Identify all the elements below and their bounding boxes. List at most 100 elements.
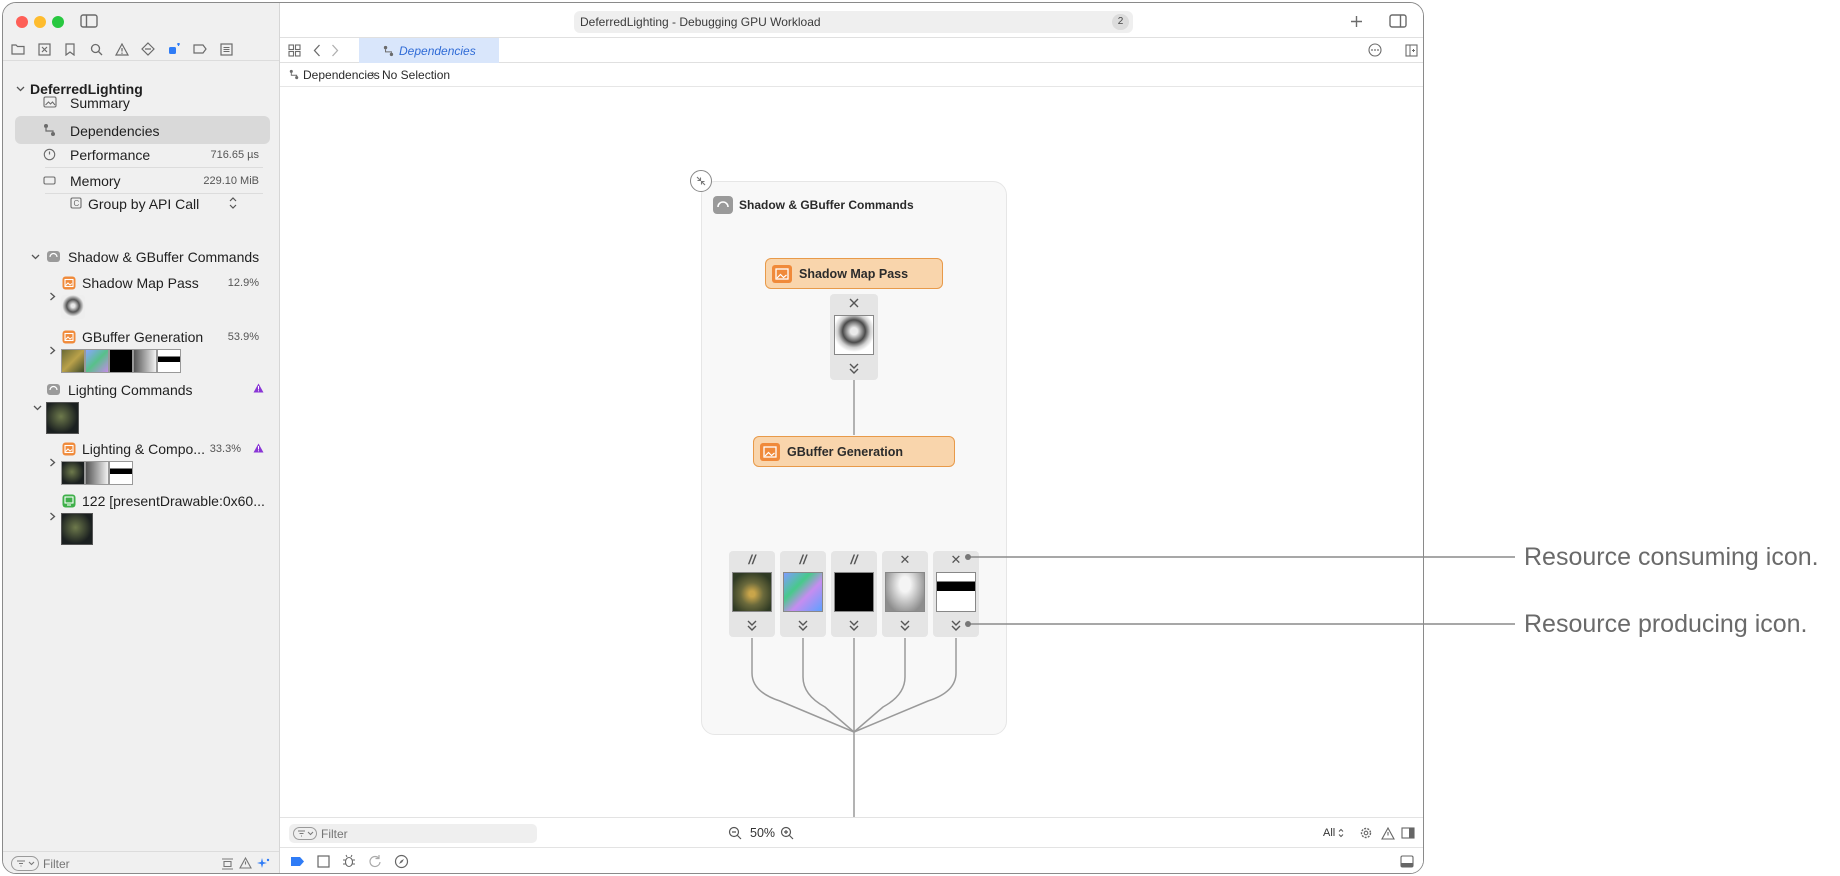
dependency-graph-canvas[interactable]: Shadow & GBuffer Commands Shadow Map Pas… — [280, 87, 1423, 817]
minimize-window-button[interactable] — [34, 16, 46, 28]
chevron-updown-icon[interactable] — [1338, 828, 1344, 838]
sidebar-item-memory[interactable]: Memory 229.10 MiB — [3, 168, 279, 194]
collapse-group-icon[interactable] — [690, 170, 712, 192]
tab-dependencies[interactable]: Dependencies — [359, 38, 499, 63]
depth-texture[interactable] — [885, 572, 925, 612]
sidebar-item-performance[interactable]: Performance 716.65 µs — [3, 142, 279, 168]
chevron-right-icon[interactable] — [49, 292, 56, 301]
gbuffer-resource-black[interactable]: // — [831, 551, 877, 637]
forward-chevron-icon[interactable] — [328, 42, 342, 58]
gbuffer-resource-depth[interactable]: ✕ — [882, 551, 928, 637]
resource-unused-icon[interactable]: // — [850, 552, 858, 567]
sidebar-item-dependencies[interactable]: Dependencies — [15, 116, 270, 144]
diamond-icon[interactable] — [140, 41, 156, 57]
shadow-map-texture[interactable] — [834, 315, 874, 355]
sparkle-icon[interactable] — [257, 857, 270, 870]
normal-texture[interactable] — [783, 572, 823, 612]
chevron-right-icon[interactable] — [49, 512, 56, 521]
tree-item-shadow-map-pass[interactable]: Shadow Map Pass 12.9% — [3, 273, 279, 293]
shadow-map-resource[interactable] — [830, 294, 878, 380]
console-toggle-icon[interactable] — [1400, 855, 1414, 868]
lighting-commands-thumbnail[interactable] — [46, 402, 79, 434]
zoom-out-icon[interactable] — [727, 825, 743, 841]
gear-icon[interactable] — [1358, 825, 1374, 841]
split-editor-icon[interactable] — [1403, 42, 1419, 58]
resource-producing-icon[interactable] — [882, 619, 928, 633]
close-window-button[interactable] — [16, 16, 28, 28]
graph-filter-field[interactable] — [289, 824, 537, 843]
resource-producing-icon[interactable] — [729, 619, 775, 633]
shadow-map-thumbnail[interactable] — [61, 295, 85, 319]
bookmark-icon[interactable] — [62, 41, 78, 57]
resource-consuming-icon[interactable] — [830, 296, 878, 310]
warning-icon[interactable] — [114, 41, 130, 57]
black-texture[interactable] — [834, 572, 874, 612]
present-thumbnail[interactable] — [61, 513, 93, 545]
warning-icon[interactable] — [1380, 825, 1396, 841]
tag-icon[interactable] — [192, 41, 208, 57]
chevron-down-icon[interactable] — [16, 84, 25, 93]
more-options-icon[interactable] — [1367, 42, 1383, 58]
scope-popup[interactable]: All — [1323, 827, 1336, 839]
reload-icon[interactable] — [368, 854, 382, 868]
tree-item-lighting-compositing[interactable]: Lighting & Compo... 33.3% — [3, 439, 279, 459]
graph-filter-input[interactable] — [321, 825, 521, 842]
node-shadow-map-pass[interactable]: Shadow Map Pass — [765, 258, 943, 289]
tree-item-lighting-commands[interactable]: Lighting Commands — [3, 380, 279, 400]
resource-unused-icon[interactable]: // — [799, 552, 807, 567]
resource-producing-icon[interactable] — [830, 362, 878, 376]
sidebar-filter-input[interactable] — [43, 855, 193, 873]
resource-consuming-icon[interactable]: ✕ — [899, 552, 911, 567]
gbuffer-resource-normal[interactable]: // — [780, 551, 826, 637]
debug-navigator-icon[interactable] — [166, 41, 182, 57]
warning-filter-icon[interactable] — [239, 857, 252, 869]
gbuffer-thumbnail-mask[interactable] — [157, 349, 181, 373]
breadcrumb-item[interactable]: No Selection — [382, 68, 451, 82]
gbuffer-thumbnail-albedo[interactable] — [61, 349, 85, 373]
zoom-in-icon[interactable] — [779, 825, 795, 841]
gbuffer-thumbnail-black[interactable] — [109, 349, 133, 373]
filter-menu-icon[interactable] — [293, 827, 317, 840]
resource-consuming-icon[interactable]: ✕ — [950, 552, 962, 567]
chevron-right-icon[interactable] — [49, 458, 56, 467]
sidebar-toggle-icon[interactable] — [79, 12, 99, 30]
back-chevron-icon[interactable] — [310, 42, 324, 58]
chevron-down-icon[interactable] — [31, 252, 40, 261]
tree-item-shadow-gbuffer-commands[interactable]: Shadow & GBuffer Commands — [3, 247, 279, 267]
inspector-toggle-icon[interactable] — [1388, 12, 1408, 30]
chevron-down-icon[interactable] — [33, 403, 42, 412]
lighting-thumbnail-scene[interactable] — [61, 461, 85, 485]
gbuffer-thumbnail-depth[interactable] — [133, 349, 157, 373]
chevron-right-icon[interactable] — [49, 346, 56, 355]
breakpoint-icon[interactable] — [290, 856, 305, 867]
add-icon[interactable] — [1348, 13, 1364, 29]
bug-icon[interactable] — [342, 854, 356, 868]
list-icon[interactable] — [218, 41, 234, 57]
gbuffer-resource-albedo[interactable]: // — [729, 551, 775, 637]
zoom-window-button[interactable] — [52, 16, 64, 28]
tree-root[interactable]: DeferredLighting — [3, 79, 279, 99]
resource-producing-icon[interactable] — [780, 619, 826, 633]
scheme-icon[interactable] — [221, 858, 234, 870]
lighting-thumbnail-mask[interactable] — [109, 461, 133, 485]
warning-purple-icon[interactable] — [253, 383, 264, 393]
compass-icon[interactable] — [394, 854, 409, 869]
x-square-icon[interactable] — [36, 41, 52, 57]
node-gbuffer-generation[interactable]: GBuffer Generation — [753, 436, 955, 467]
resource-producing-icon[interactable] — [831, 619, 877, 633]
stop-square-icon[interactable] — [317, 855, 330, 868]
folder-icon[interactable] — [10, 41, 26, 57]
activity-view[interactable]: DeferredLighting - Debugging GPU Workloa… — [574, 11, 1133, 33]
tree-item-gbuffer-generation[interactable]: GBuffer Generation 53.9% — [3, 327, 279, 347]
filter-menu-icon[interactable] — [11, 856, 39, 871]
resource-producing-icon[interactable] — [933, 619, 979, 633]
warning-purple-icon[interactable] — [253, 443, 264, 453]
search-icon[interactable] — [88, 41, 104, 57]
layout-toggle-icon[interactable] — [1400, 825, 1416, 841]
breadcrumb-item[interactable]: Dependencies — [303, 68, 380, 82]
chevron-updown-icon[interactable] — [229, 197, 237, 209]
group-by-popup[interactable]: C Group by API Call — [3, 192, 279, 216]
lighting-thumbnail-depth[interactable] — [85, 461, 109, 485]
gbuffer-resource-mask[interactable]: ✕ — [933, 551, 979, 637]
resource-unused-icon[interactable]: // — [748, 552, 756, 567]
